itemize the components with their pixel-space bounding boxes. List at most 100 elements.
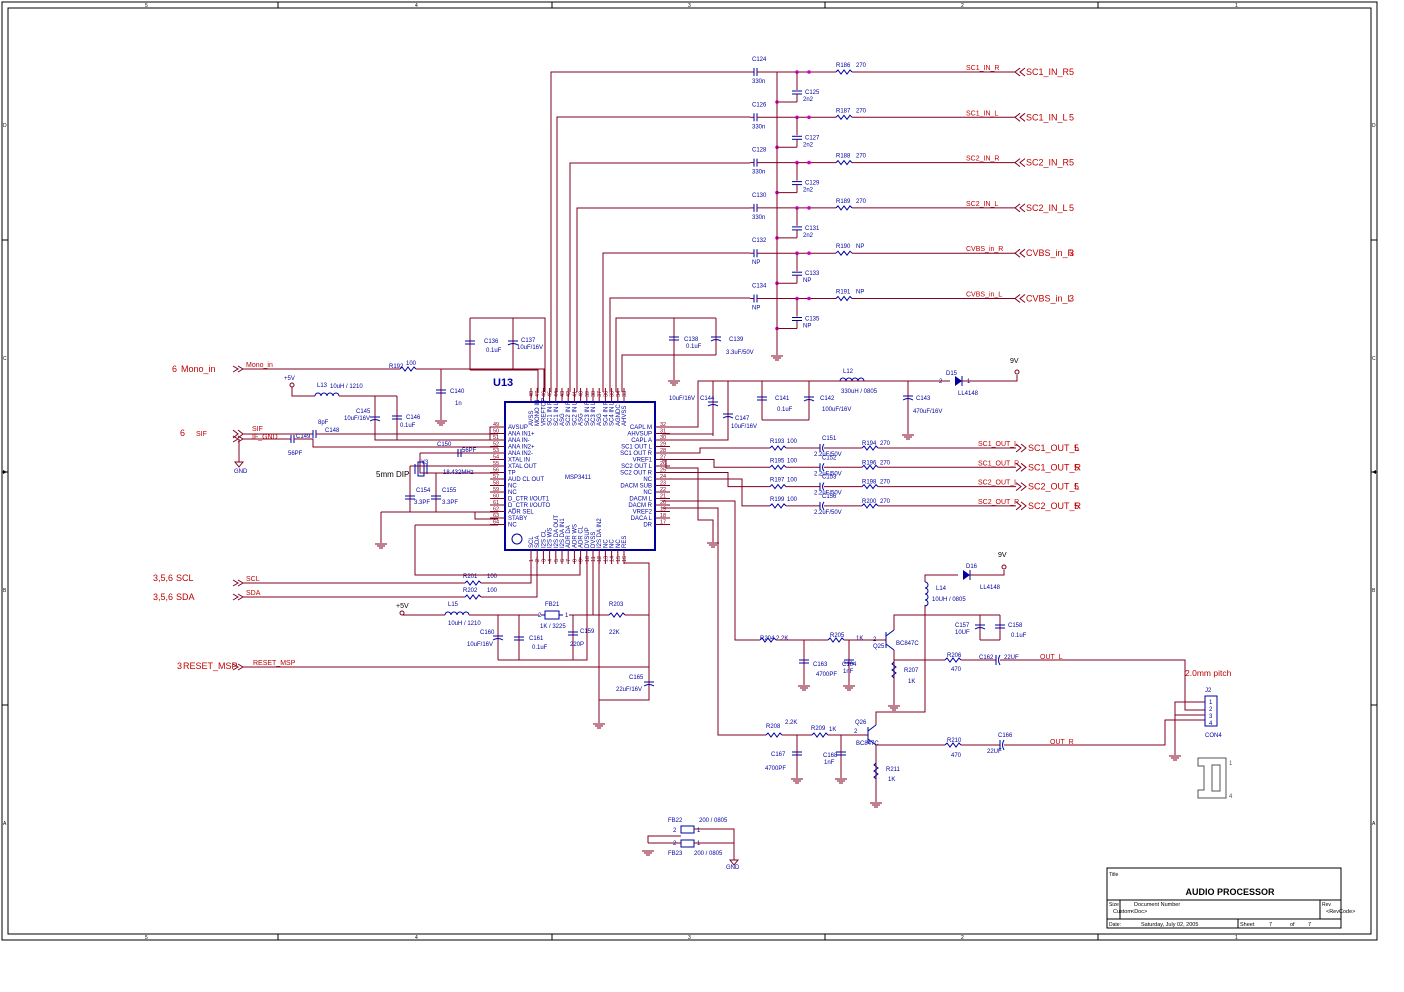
ic-pin-number: 41 xyxy=(572,391,578,397)
output-net-label: SC1_OUT_R xyxy=(978,460,1019,467)
left-section: 6 Mono_in Mono_in R192 100 C140 1n +5V L… xyxy=(172,361,545,549)
input-port-label: SC2_IN_R xyxy=(1026,158,1070,168)
r204-ref: R204 xyxy=(760,636,775,642)
d15-value: LL4148 xyxy=(958,391,979,397)
ic-pin-name: SC2 IN L xyxy=(572,401,578,426)
ic-pin-name: I2S DA OUT xyxy=(554,515,560,548)
ic-pin-name: AUD CL OUT xyxy=(508,477,544,483)
r205-ref: R205 xyxy=(830,633,845,639)
c150-value: 56PF xyxy=(462,448,477,454)
c161-ref: C161 xyxy=(529,636,544,642)
ic-pin-name: SC3 IN R xyxy=(585,400,591,426)
ic-pin-name: SC1 IN L xyxy=(554,401,560,426)
c155-value: 3.3PF xyxy=(442,500,458,506)
r203-ref: R203 xyxy=(609,602,624,608)
col-label-bottom: 1 xyxy=(1235,935,1238,941)
input-cap-value: 330n xyxy=(752,79,765,85)
col-label-top: 1 xyxy=(1235,3,1238,9)
col-label-bottom: 4 xyxy=(415,935,418,941)
ic-pin-name: SC2 OUT L xyxy=(621,464,653,470)
ic-pin-number: 25 xyxy=(660,468,666,474)
sif-sheet: 6 xyxy=(180,428,185,438)
r202-value: 100 xyxy=(487,588,498,594)
c168-value: 1nF xyxy=(824,760,835,766)
analog-supply: L12 330uH / 0805 2 1 D15 LL4148 9V C144 … xyxy=(662,358,1020,548)
ic-pin-name: SC4 IN L xyxy=(610,401,616,426)
ic-pin-number: 11 xyxy=(591,556,597,562)
c163-value: 4700PF xyxy=(816,672,837,678)
c157-value: 10UF xyxy=(955,630,970,636)
ic-pin-name: AHVSUP xyxy=(627,432,652,438)
c148-note: 8pF xyxy=(318,420,329,426)
input-port-sheet: 3 xyxy=(1069,294,1074,304)
p5v-label: +5V xyxy=(284,376,295,382)
output-res1-ref: R195 xyxy=(770,458,785,464)
input-cap-ref: C126 xyxy=(752,102,767,108)
date-value: Saturday, July 02, 2005 xyxy=(1141,922,1198,928)
of-label: of xyxy=(1290,922,1295,928)
ic-pin-name: DACM L xyxy=(629,497,652,503)
input-cap-value: 330n xyxy=(752,170,765,176)
ic-pin-name: STABY xyxy=(508,516,527,522)
c137-ref: C137 xyxy=(521,338,536,344)
col-label-bottom: 3 xyxy=(688,935,691,941)
col-label-bottom: 5 xyxy=(145,935,148,941)
c143-value: 470uF/16V xyxy=(913,409,942,415)
r205-value: 1K xyxy=(856,636,863,642)
ic-pin-number: 9 xyxy=(579,559,585,562)
r202-ref: R202 xyxy=(463,588,478,594)
j2-footprint-pin1: 1 xyxy=(1229,761,1233,767)
fb21-pin2: 2 xyxy=(538,613,542,619)
output-res2-ref: R194 xyxy=(862,441,877,447)
ic-pin-name: I2S CL xyxy=(541,529,547,548)
ic-pin-number: 52 xyxy=(493,442,499,448)
output-res1-value: 100 xyxy=(787,478,798,484)
row-label-right: B xyxy=(1372,588,1376,594)
ic-pin-number: 38 xyxy=(591,391,597,397)
ic-pin-name: RES xyxy=(622,536,628,548)
output-port-sheet: 5 xyxy=(1074,462,1079,472)
r206-value: 470 xyxy=(951,667,962,673)
ic-pin-name: DVSUP xyxy=(585,527,591,548)
d16-value: LL4148 xyxy=(980,585,1001,591)
input-shunt-ref: C125 xyxy=(805,90,820,96)
input-shunt-ref: C127 xyxy=(805,135,820,141)
r201-value: 100 xyxy=(487,574,498,580)
l13-value: 10uH / 1210 xyxy=(330,384,363,390)
input-shunt-ref: C135 xyxy=(805,317,820,323)
input-port-label: SC1_IN_L xyxy=(1026,112,1068,122)
ic-pin-number: 39 xyxy=(585,391,591,397)
l14-value: 10UH / 0805 xyxy=(932,597,966,603)
output-res2-value: 270 xyxy=(880,480,891,486)
input-port-label: CVBS_in_L xyxy=(1026,294,1073,304)
ic-pin-number: 1 xyxy=(529,559,535,562)
ic-pin-name: XTAL OUT xyxy=(508,464,537,470)
ic-pin-name: DACM R xyxy=(628,503,652,509)
ic-pin-name: SCL xyxy=(529,536,535,548)
l12-ref: L12 xyxy=(843,369,854,375)
output-net-label: SC2_OUT_L xyxy=(978,480,1018,487)
input-res-value: NP xyxy=(856,290,864,296)
l13-ref: L13 xyxy=(317,383,328,389)
ic-pin-number: 49 xyxy=(493,422,499,428)
c145-value: 10uF/16V xyxy=(344,416,370,422)
ic-pin-number: 44 xyxy=(554,391,560,397)
size-label: Size xyxy=(1109,902,1119,908)
c148-ref: C148 xyxy=(325,428,340,434)
ic-pin-name: AHVSS xyxy=(622,406,628,426)
ic-pin-number: 17 xyxy=(660,520,666,526)
mono-in-port: Mono_in xyxy=(181,364,216,374)
output-amplifier-left: R204 2.2K R205 1K C163 4700PF C164 1nF 2… xyxy=(662,500,1205,717)
col-label-top: 5 xyxy=(145,3,148,9)
c162-ref: C162 xyxy=(979,655,994,661)
output-port-sheet: 5 xyxy=(1074,482,1079,492)
fb23-ref: FB23 xyxy=(668,851,683,857)
ic-pin-name: I2S WS xyxy=(548,528,554,548)
col-label-top: 2 xyxy=(961,3,964,9)
ic-pin-number: 57 xyxy=(493,474,499,480)
input-cap-value: NP xyxy=(752,306,760,312)
c136-ref: C136 xyxy=(484,339,499,345)
j2-footprint-pin4: 4 xyxy=(1229,794,1233,800)
ic-pin-name: SC2 IN R xyxy=(566,400,572,426)
